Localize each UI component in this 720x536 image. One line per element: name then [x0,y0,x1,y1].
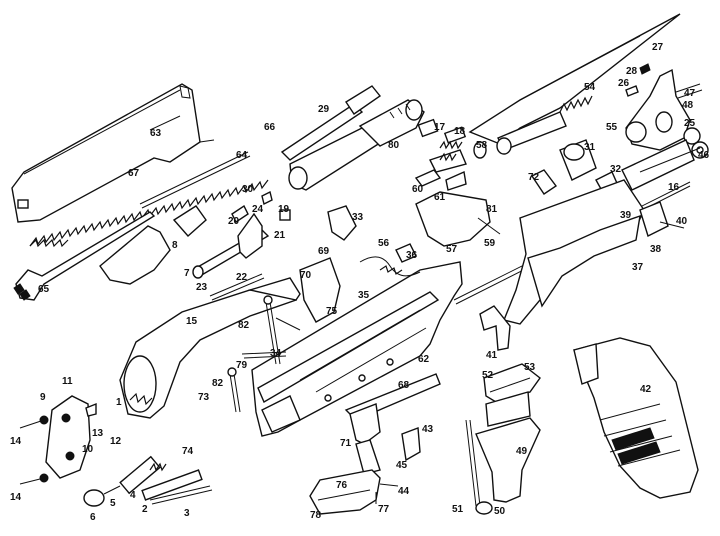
part-label: 25 [684,118,696,129]
part-label: 69 [318,246,330,257]
part-label: 75 [326,306,338,317]
part-labels: 1 2 3 4 5 6 7 8 9 10 11 12 13 14 14 15 1… [10,42,710,523]
part-label: 36 [406,250,418,261]
part-label: 15 [186,316,198,327]
part-label: 70 [300,270,312,281]
part-label: 40 [676,216,688,227]
part-label: 11 [62,376,73,387]
part-label: 65 [38,284,50,295]
part-label: 6 [90,512,96,523]
part-label: 4 [130,490,136,501]
part-label: 79 [236,360,248,371]
part-label: 34 [270,348,282,359]
part-label: 38 [650,244,662,255]
part-label: 33 [352,212,364,223]
part-label: 67 [128,168,140,179]
part-label: 42 [640,384,652,395]
part-label: 66 [264,122,276,133]
part-label: 46 [698,150,710,161]
part-label: 50 [494,506,506,517]
part-label: 77 [378,504,390,515]
part-label: 61 [434,192,446,203]
part-label: 54 [584,82,596,93]
part-label: 19 [278,204,290,215]
part-label: 14 [10,492,22,503]
part-label: 78 [310,510,322,521]
part-label: 27 [652,42,664,53]
part-label: 82 [212,378,224,389]
part-label: 20 [228,216,240,227]
part-label: 7 [184,268,190,279]
part-label: 60 [412,184,424,195]
part-label: 59 [484,238,496,249]
part-label: 23 [196,282,208,293]
part-label: 28 [626,66,638,77]
part-label: 57 [446,244,458,255]
part-label: 14 [10,436,22,447]
part-label: 31 [584,142,596,153]
part-label: 55 [606,122,618,133]
part-label: 3 [184,508,190,519]
part-label: 49 [516,446,528,457]
part-label: 62 [418,354,430,365]
part-label: 56 [378,238,390,249]
part-label: 48 [682,100,694,111]
part-label: 39 [620,210,632,221]
part-label: 21 [274,230,286,241]
part-label: 74 [182,446,194,457]
part-label: 35 [358,290,370,301]
part-label: 64 [236,150,248,161]
part-label: 17 [434,122,446,133]
part-label: 8 [172,240,178,251]
part-label: 22 [236,272,248,283]
part-label: 44 [398,486,410,497]
part-label: 24 [252,204,264,215]
part-label: 82 [238,320,250,331]
part-label: 30 [242,184,254,195]
part-label: 32 [610,164,622,175]
part-label: 29 [318,104,330,115]
part-label: 10 [82,444,94,455]
part-label: 2 [142,504,148,515]
top-cover-drawing [11,83,215,223]
part-label: 47 [684,88,696,99]
part-label: 63 [150,128,162,139]
part-label: 71 [340,438,352,449]
part-label: 18 [454,126,466,137]
part-label: 58 [476,140,488,151]
part-label: 52 [482,370,494,381]
part-label: 51 [452,504,464,515]
part-label: 5 [110,498,116,509]
part-label: 68 [398,380,410,391]
part-label: 81 [486,204,498,215]
part-label: 16 [668,182,680,193]
part-label: 45 [396,460,408,471]
part-label: 9 [40,392,46,403]
part-label: 41 [486,350,498,361]
part-label: 80 [388,140,400,151]
part-label: 76 [336,480,348,491]
part-label: 43 [422,424,434,435]
part-label: 1 [116,397,122,408]
part-label: 72 [528,172,540,183]
part-label: 13 [92,428,104,439]
part-label: 12 [110,436,122,447]
part-label: 53 [524,362,536,373]
part-label: 26 [618,78,630,89]
part-label: 37 [632,262,644,273]
part-label: 73 [198,392,210,403]
